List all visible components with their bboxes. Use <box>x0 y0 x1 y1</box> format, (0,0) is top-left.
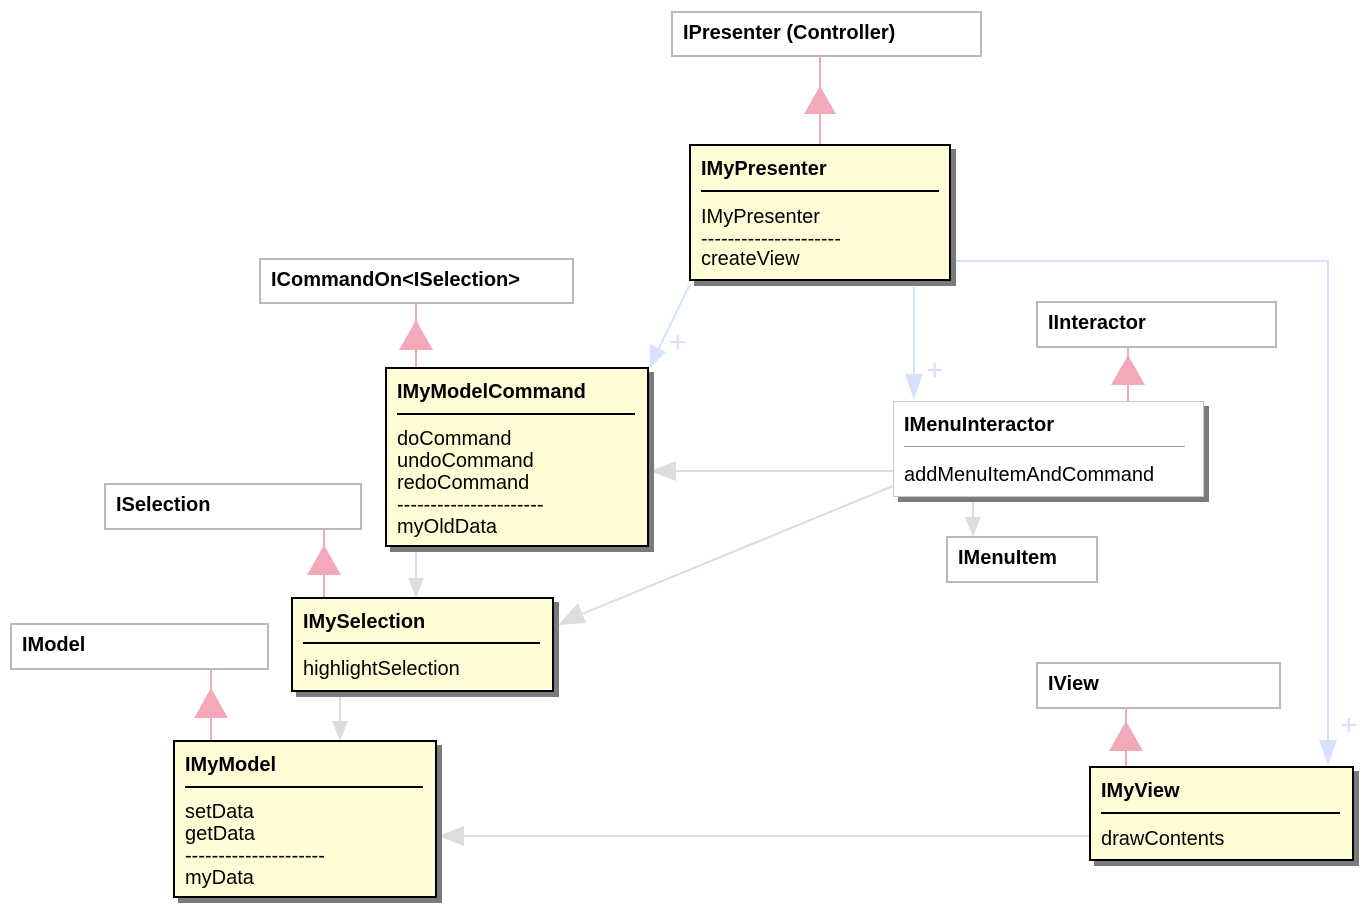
class-title: IMySelection <box>303 611 426 633</box>
plus-marker-interactor: + <box>926 354 944 387</box>
plus-marker-command: + <box>669 326 687 359</box>
interface-iinteractor[interactable]: IInteractor <box>1036 301 1277 348</box>
interface-title: ISelection <box>116 494 211 516</box>
member: createView <box>701 248 800 270</box>
interface-title: IView <box>1048 673 1099 695</box>
class-members: IMyPresenter --------------------- creat… <box>701 206 841 270</box>
member: drawContents <box>1101 828 1225 850</box>
interface-icommandon[interactable]: ICommandOn<ISelection> <box>259 258 574 304</box>
interface-title: IInteractor <box>1048 312 1146 334</box>
class-imymodel[interactable]: IMyModel setData getData ---------------… <box>173 740 437 898</box>
member: myData <box>185 867 254 889</box>
class-title: IMyView <box>1101 780 1180 802</box>
class-members: addMenuItemAndCommand <box>904 464 1154 486</box>
class-title: IMenuInteractor <box>904 414 1055 436</box>
interface-title: IMenuItem <box>958 547 1057 569</box>
class-imyselection[interactable]: IMySelection highlightSelection <box>291 597 554 692</box>
member: myOldData <box>397 516 498 538</box>
member: highlightSelection <box>303 658 460 680</box>
inherit-arrow-interactor <box>1111 355 1145 385</box>
inherit-arrow-presenter <box>804 86 836 114</box>
class-divider <box>904 446 1185 447</box>
plus-marker-view: + <box>1340 709 1358 742</box>
create-arrow-command <box>650 344 666 368</box>
interface-ipresenter[interactable]: IPresenter (Controller) <box>671 11 982 57</box>
assoc-arrow-command-selection <box>408 578 424 598</box>
assoc-line-interactor-selection <box>581 485 894 615</box>
interface-title: ICommandOn<ISelection> <box>271 269 520 291</box>
inherit-arrow-command <box>399 320 433 350</box>
class-title: IMyPresenter <box>701 158 827 180</box>
class-title: IMyModelCommand <box>397 381 586 403</box>
interface-imenuitem[interactable]: IMenuItem <box>946 536 1098 583</box>
assoc-arrow-interactor-selection <box>558 603 586 625</box>
class-title: IMyModel <box>185 754 277 776</box>
member: doCommand <box>397 428 512 450</box>
class-imenuinteractor[interactable]: IMenuInteractor addMenuItemAndCommand <box>893 401 1204 497</box>
class-divider <box>185 786 423 788</box>
class-members: highlightSelection <box>303 658 460 680</box>
member: undoCommand <box>397 450 534 472</box>
assoc-arrow-interactor-command <box>650 461 676 481</box>
class-members: setData getData --------------------- my… <box>185 801 325 889</box>
member: ---------------------- <box>397 494 544 516</box>
class-divider <box>701 190 939 192</box>
interface-title: IModel <box>22 634 86 656</box>
class-members: doCommand undoCommand redoCommand ------… <box>397 428 544 538</box>
interface-iselection[interactable]: ISelection <box>104 483 362 530</box>
interface-title: IPresenter (Controller) <box>683 22 896 44</box>
inherit-arrow-view <box>1109 721 1143 751</box>
assoc-arrow-selection-model <box>332 721 348 741</box>
class-members: drawContents <box>1101 828 1224 850</box>
assoc-arrow-interactor-menuitem <box>965 517 981 537</box>
interface-imodel[interactable]: IModel <box>10 623 269 670</box>
member: --------------------- <box>185 845 325 867</box>
create-arrow-interactor <box>905 374 923 400</box>
member: getData <box>185 823 256 845</box>
create-line-command <box>657 283 691 351</box>
assoc-arrow-view-model <box>438 826 464 846</box>
interface-iview[interactable]: IView <box>1036 662 1281 709</box>
class-divider <box>303 642 540 644</box>
member: IMyPresenter <box>701 206 820 228</box>
inherit-arrow-selection <box>307 545 341 575</box>
inherit-arrow-model <box>194 688 228 718</box>
class-divider <box>1101 812 1340 814</box>
create-line-view <box>956 260 1329 742</box>
member: setData <box>185 801 254 823</box>
class-imyview[interactable]: IMyView drawContents <box>1089 766 1354 861</box>
class-imymodelcommand[interactable]: IMyModelCommand doCommand undoCommand re… <box>385 367 649 547</box>
member: redoCommand <box>397 472 530 494</box>
member: addMenuItemAndCommand <box>904 464 1155 486</box>
create-arrow-view <box>1319 740 1337 766</box>
class-divider <box>397 413 635 415</box>
member: --------------------- <box>701 228 841 250</box>
class-imypresenter[interactable]: IMyPresenter IMyPresenter --------------… <box>689 144 951 281</box>
